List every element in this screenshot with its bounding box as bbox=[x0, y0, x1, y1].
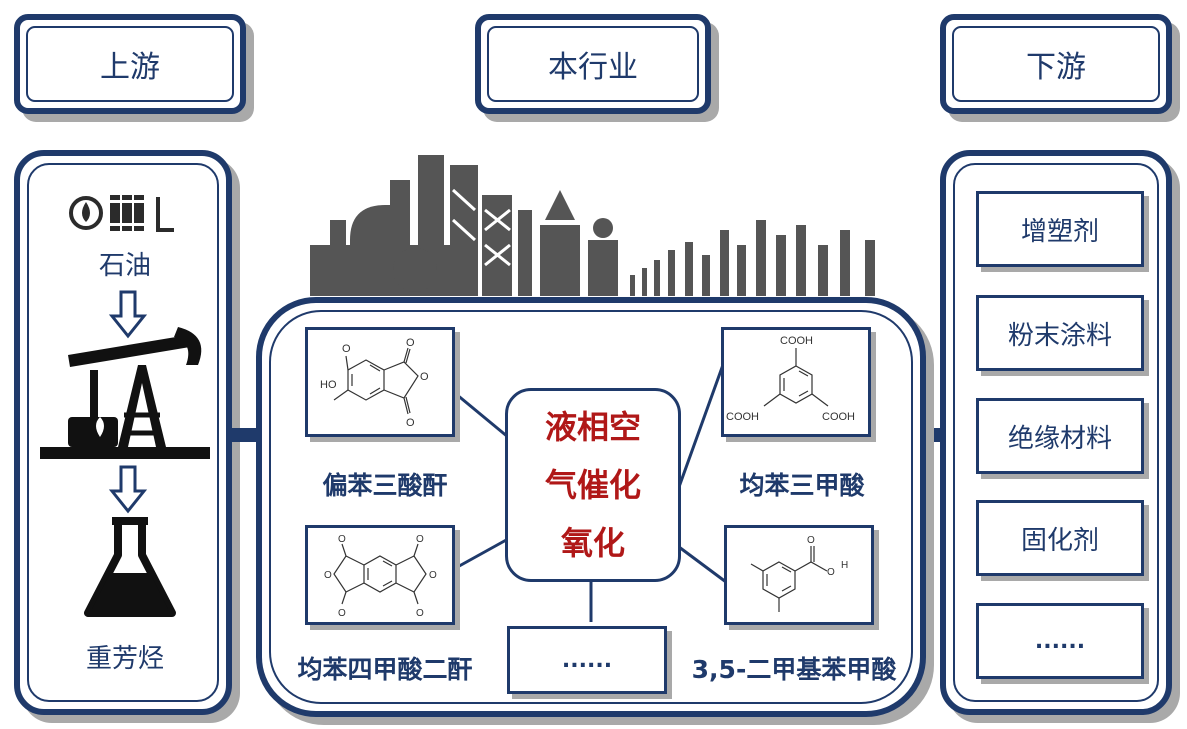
chem-label-cooh-1: COOH bbox=[780, 335, 813, 347]
downstream-header-label: 下游 bbox=[952, 26, 1160, 102]
process-line-3: 氧化 bbox=[560, 524, 625, 562]
chem-label-o-11: O bbox=[807, 535, 815, 546]
downstream-item-more: ...... bbox=[976, 603, 1144, 679]
process-box: 液相空 气催化 氧化 bbox=[505, 388, 681, 582]
downstream-item-label: ...... bbox=[1034, 628, 1086, 654]
chem-label-o-6: O bbox=[338, 534, 346, 545]
downstream-item-label: 粉末涂料 bbox=[1007, 320, 1112, 351]
chem-label-o-7: O bbox=[429, 570, 437, 581]
upstream-header: 上游 bbox=[14, 14, 246, 114]
product-trimellitic-anhydride: 偏苯三酸酐 bbox=[322, 471, 448, 500]
chem-label-o-10: O bbox=[338, 608, 346, 619]
chem-label-o-12: O bbox=[827, 567, 835, 578]
flask-icon bbox=[84, 517, 176, 617]
more-products-box: ...... bbox=[507, 626, 667, 694]
chem-label-o-3: O bbox=[406, 417, 415, 429]
oil-icon bbox=[69, 195, 174, 232]
aromatics-label: 重芳烃 bbox=[85, 644, 164, 674]
oil-pump-icon bbox=[40, 327, 210, 459]
downstream-item-label: 增塑剂 bbox=[1020, 216, 1099, 247]
chem-structure-pyromellitic-dianhydride: O O O O O O bbox=[305, 525, 455, 625]
downstream-item-powder-coating: 粉末涂料 bbox=[976, 295, 1144, 371]
downstream-item-curing-agent: 固化剂 bbox=[976, 500, 1144, 576]
process-line-1: 液相空 bbox=[544, 408, 641, 446]
upstream-header-label: 上游 bbox=[26, 26, 234, 102]
chem-structure-trimesic-acid: COOH COOH COOH bbox=[721, 327, 871, 437]
downstream-item-label: 固化剂 bbox=[1020, 525, 1099, 556]
arrow-down-icon-2 bbox=[108, 465, 148, 514]
chem-label-o-2: O bbox=[420, 371, 429, 383]
chem-label-o-9: O bbox=[416, 608, 424, 619]
process-line-2: 气催化 bbox=[544, 466, 641, 504]
industry-header-label: 本行业 bbox=[487, 26, 699, 102]
product-trimesic-acid: 均苯三甲酸 bbox=[739, 471, 865, 500]
product-dimethylbenzoic-acid: 3,5-二甲基苯甲酸 bbox=[691, 655, 897, 684]
downstream-item-insulation: 绝缘材料 bbox=[976, 398, 1144, 474]
more-products-label: ...... bbox=[561, 647, 613, 673]
connector-left bbox=[232, 428, 262, 442]
chem-label-cooh-2: COOH bbox=[726, 411, 759, 423]
process-connectors bbox=[451, 361, 727, 622]
chem-structure-trimellitic-anhydride: HO O O O O bbox=[305, 327, 455, 437]
chem-label-cooh-3: COOH bbox=[822, 411, 855, 423]
downstream-item-label: 绝缘材料 bbox=[1007, 423, 1112, 454]
chem-label-o-1: O bbox=[406, 337, 415, 349]
downstream-item-plasticizer: 增塑剂 bbox=[976, 191, 1144, 267]
chem-label-o-4: O bbox=[342, 343, 351, 355]
chem-label-o-8: O bbox=[324, 570, 332, 581]
arrow-down-icon bbox=[108, 290, 148, 339]
downstream-header: 下游 bbox=[940, 14, 1172, 114]
industry-header: 本行业 bbox=[475, 14, 711, 114]
chem-label-ho: HO bbox=[320, 379, 337, 391]
product-pyromellitic-dianhydride: 均苯四甲酸二酐 bbox=[297, 655, 473, 684]
chem-label-o-5: O bbox=[416, 534, 424, 545]
chem-structure-dimethylbenzoic-acid: O O H bbox=[724, 525, 874, 625]
factory-silhouette-icon bbox=[310, 155, 875, 296]
connector-right bbox=[920, 428, 944, 442]
oil-label: 石油 bbox=[98, 251, 151, 281]
chem-label-h: H bbox=[841, 560, 848, 571]
